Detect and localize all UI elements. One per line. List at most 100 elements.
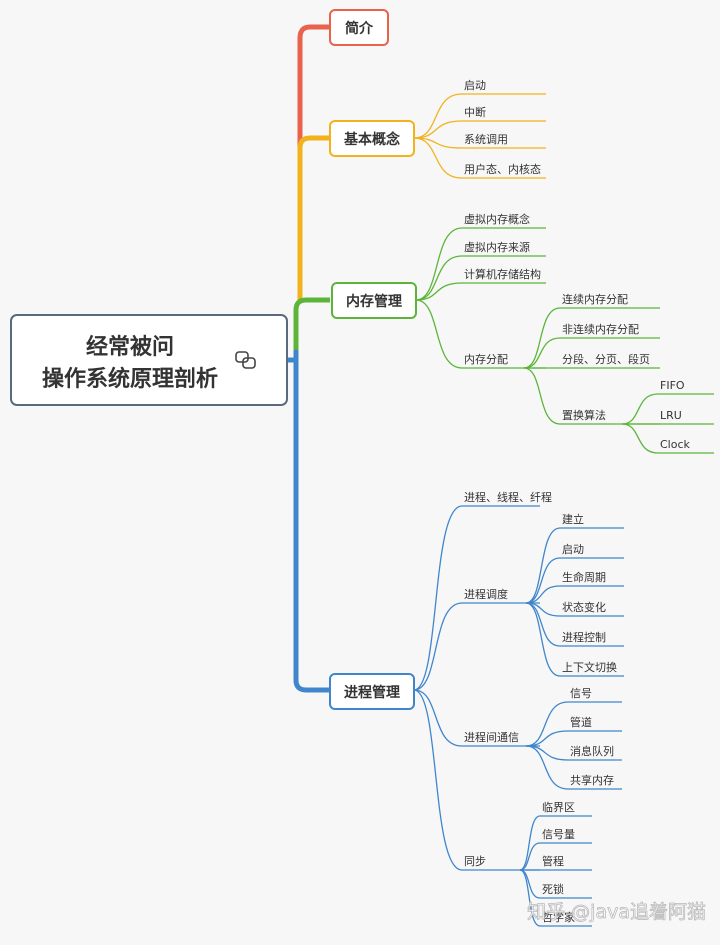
sync-item-0-label: 临界区 bbox=[542, 800, 575, 814]
sched-item-3-label: 状态变化 bbox=[562, 600, 606, 614]
basic-item-1[interactable]: 中断 bbox=[462, 105, 546, 122]
root-node[interactable]: 经常被问 操作系统原理剖析 bbox=[10, 314, 288, 406]
ipc-item-0-label: 信号 bbox=[570, 687, 592, 700]
process-item-1[interactable]: 进程调度 bbox=[462, 587, 540, 604]
memory-item-3-label: 内存分配 bbox=[464, 352, 508, 366]
connector-line bbox=[523, 367, 561, 425]
connector-line bbox=[413, 505, 463, 691]
alloc-item-2-label: 分段、分页、段页 bbox=[562, 352, 650, 366]
branch-memory-label: 内存管理 bbox=[346, 293, 402, 310]
basic-item-2[interactable]: 系统调用 bbox=[462, 133, 546, 149]
branch-basic-label: 基本概念 bbox=[344, 131, 401, 148]
connector-line bbox=[525, 527, 561, 604]
branch-basic[interactable]: 基本概念 bbox=[329, 120, 415, 157]
connector-line bbox=[413, 689, 463, 871]
ipc-item-0[interactable]: 信号 bbox=[568, 687, 622, 703]
process-item-2[interactable]: 进程间通信 bbox=[462, 731, 540, 747]
sync-item-0[interactable]: 临界区 bbox=[540, 800, 592, 817]
sync-item-3[interactable]: 死锁 bbox=[540, 882, 592, 899]
ipc-item-2[interactable]: 消息队列 bbox=[568, 744, 622, 761]
connector-line bbox=[525, 745, 569, 790]
root-title-line1: 经常被问 bbox=[86, 334, 174, 360]
memory-item-2-label: 计算机存储结构 bbox=[464, 267, 541, 281]
sched-item-5[interactable]: 上下文切换 bbox=[560, 660, 624, 677]
connector-line bbox=[519, 869, 541, 899]
replace-item-2-label: Clock bbox=[660, 438, 691, 451]
sync-item-2[interactable]: 管程 bbox=[540, 854, 592, 871]
replace-item-1[interactable]: LRU bbox=[658, 409, 714, 425]
sched-item-0-label: 建立 bbox=[562, 512, 584, 526]
basic-item-3[interactable]: 用户态、内核态 bbox=[462, 162, 546, 179]
sched-item-4[interactable]: 进程控制 bbox=[560, 630, 624, 647]
branch-process[interactable]: 进程管理 bbox=[329, 673, 415, 710]
replace-item-2[interactable]: Clock bbox=[658, 438, 714, 454]
replace-item-0-label: FIFO bbox=[660, 379, 685, 392]
sched-item-2-label: 生命周期 bbox=[562, 570, 606, 584]
ipc-item-1[interactable]: 管道 bbox=[568, 715, 622, 732]
connector-line bbox=[519, 815, 541, 871]
memory-item-1[interactable]: 虚拟内存来源 bbox=[462, 240, 546, 257]
connector-line bbox=[415, 299, 463, 369]
sched-item-3[interactable]: 状态变化 bbox=[560, 600, 624, 617]
connector-line bbox=[525, 557, 561, 604]
connector-line bbox=[413, 689, 463, 747]
connector-line bbox=[415, 282, 463, 301]
sched-item-5-label: 上下文切换 bbox=[562, 660, 617, 674]
connector-line bbox=[525, 701, 569, 747]
branch-memory[interactable]: 内存管理 bbox=[331, 282, 417, 319]
process-item-2-label: 进程间通信 bbox=[464, 731, 519, 744]
ipc-item-3[interactable]: 共享内存 bbox=[568, 773, 622, 790]
connector-line bbox=[413, 120, 463, 139]
process-item-3-label: 同步 bbox=[464, 855, 486, 868]
memory-item-2[interactable]: 计算机存储结构 bbox=[462, 267, 546, 284]
alloc-item-2[interactable]: 分段、分页、段页 bbox=[560, 352, 660, 369]
process-item-0[interactable]: 进程、线程、纤程 bbox=[462, 490, 552, 507]
alloc-item-3-label: 置换算法 bbox=[562, 408, 606, 422]
sync-item-1[interactable]: 信号量 bbox=[540, 828, 592, 844]
alloc-item-3[interactable]: 置换算法 bbox=[560, 408, 660, 425]
trunk-green bbox=[293, 297, 330, 352]
connector-line bbox=[525, 602, 561, 677]
connector-line bbox=[525, 602, 561, 647]
basic-item-0-label: 启动 bbox=[464, 79, 486, 92]
link-icon[interactable] bbox=[235, 351, 256, 369]
sync-item-2-label: 管程 bbox=[542, 854, 564, 868]
connector-line bbox=[413, 602, 463, 691]
connector-line bbox=[523, 307, 561, 369]
alloc-item-1[interactable]: 非连续内存分配 bbox=[560, 322, 660, 339]
ipc-item-3-label: 共享内存 bbox=[570, 773, 614, 787]
root-title-line2: 操作系统原理剖析 bbox=[42, 366, 218, 392]
sched-item-2[interactable]: 生命周期 bbox=[560, 570, 624, 587]
connector-line bbox=[525, 585, 561, 604]
connector-line bbox=[523, 337, 561, 369]
connector-line bbox=[525, 745, 569, 761]
alloc-item-0[interactable]: 连续内存分配 bbox=[560, 292, 660, 309]
basic-item-3-label: 用户态、内核态 bbox=[464, 162, 541, 176]
sched-item-0[interactable]: 建立 bbox=[560, 512, 624, 529]
memory-item-0-label: 虚拟内存概念 bbox=[464, 212, 530, 226]
process-item-3[interactable]: 同步 bbox=[462, 855, 540, 871]
connector-line bbox=[519, 869, 541, 927]
sched-item-1[interactable]: 启动 bbox=[560, 543, 624, 559]
connector-line bbox=[621, 393, 659, 425]
sched-item-4-label: 进程控制 bbox=[562, 630, 606, 644]
basic-item-2-label: 系统调用 bbox=[464, 133, 508, 146]
sync-item-4[interactable]: 哲学家 bbox=[540, 910, 592, 927]
basic-item-0[interactable]: 启动 bbox=[462, 79, 546, 95]
trunk-lines bbox=[287, 24, 333, 693]
sync-item-4-label: 哲学家 bbox=[542, 910, 575, 924]
watermark-text: 知乎 @java追着阿猫 bbox=[527, 901, 706, 923]
sync-item-3-label: 死锁 bbox=[542, 882, 564, 896]
memory-item-0[interactable]: 虚拟内存概念 bbox=[462, 212, 546, 229]
trunk-red bbox=[297, 24, 333, 303]
replace-item-0[interactable]: FIFO bbox=[658, 379, 714, 395]
trunk-blue bbox=[293, 349, 333, 693]
sync-item-1-label: 信号量 bbox=[542, 828, 575, 841]
branch-intro[interactable]: 简介 bbox=[329, 9, 389, 46]
ipc-item-1-label: 管道 bbox=[570, 715, 592, 729]
connector-line bbox=[525, 730, 569, 747]
process-item-0-label: 进程、线程、纤程 bbox=[464, 490, 552, 504]
sched-item-1-label: 启动 bbox=[562, 543, 584, 556]
ipc-item-2-label: 消息队列 bbox=[570, 744, 614, 758]
